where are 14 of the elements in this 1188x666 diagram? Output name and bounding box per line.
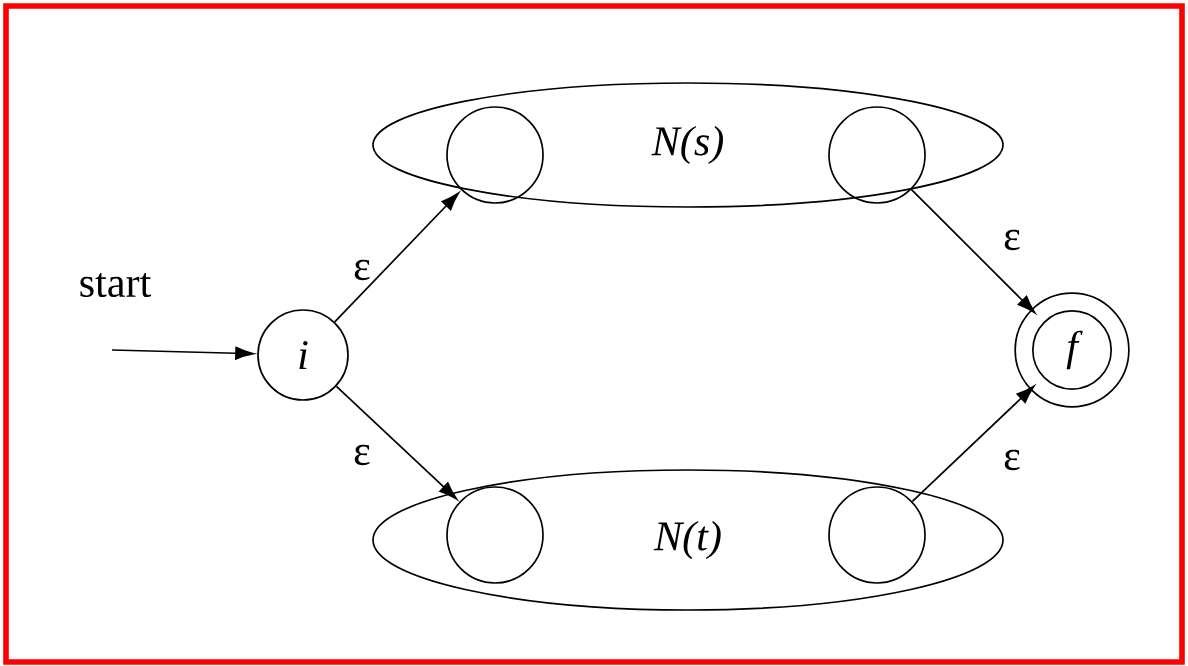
- edge-label: start: [77, 271, 153, 299]
- state-circle: [446, 106, 544, 204]
- arrow: [910, 188, 1036, 314]
- edge-label: ε: [1001, 228, 1023, 252]
- arrow: [333, 192, 460, 323]
- state-circle: [446, 486, 544, 584]
- arrow: [335, 385, 458, 500]
- state-circle: [828, 106, 926, 204]
- edge-label: ε: [351, 443, 373, 467]
- arrow: [911, 385, 1035, 503]
- edge-label: ε: [351, 258, 373, 282]
- state-circle: [828, 486, 926, 584]
- arrow: [111, 346, 254, 360]
- edge-label: ε: [1001, 448, 1023, 472]
